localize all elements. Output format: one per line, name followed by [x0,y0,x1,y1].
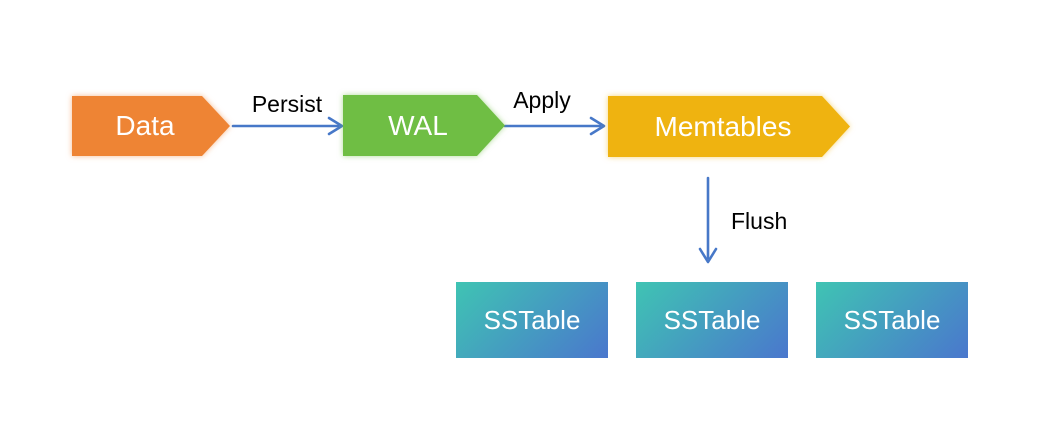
persist-label: Persist [251,91,323,117]
sstable-node-2: SSTable [636,282,788,358]
sstable-node-2-label: SSTable [663,305,761,335]
persist-arrow [231,116,344,136]
sstable-node-1-label: SSTable [483,305,581,335]
sstable-node-3: SSTable [816,282,968,358]
flush-arrow [698,176,718,264]
apply-arrow [503,116,606,136]
memtables-node-shape: Memtables [608,96,850,157]
data-node: Data [72,96,230,156]
wal-node-label: WAL [388,109,448,141]
sstable-node-3-label: SSTable [843,305,941,335]
flush-label: Flush [731,208,788,234]
data-node-label: Data [115,110,175,141]
memtables-node: Memtables [608,96,850,157]
wal-node-shape: WAL [343,95,505,156]
data-node-shape: Data [72,96,230,156]
sstable-node-1: SSTable [456,282,608,358]
memtables-node-label: Memtables [654,110,792,142]
wal-node: WAL [343,95,505,156]
apply-label: Apply [513,87,571,113]
